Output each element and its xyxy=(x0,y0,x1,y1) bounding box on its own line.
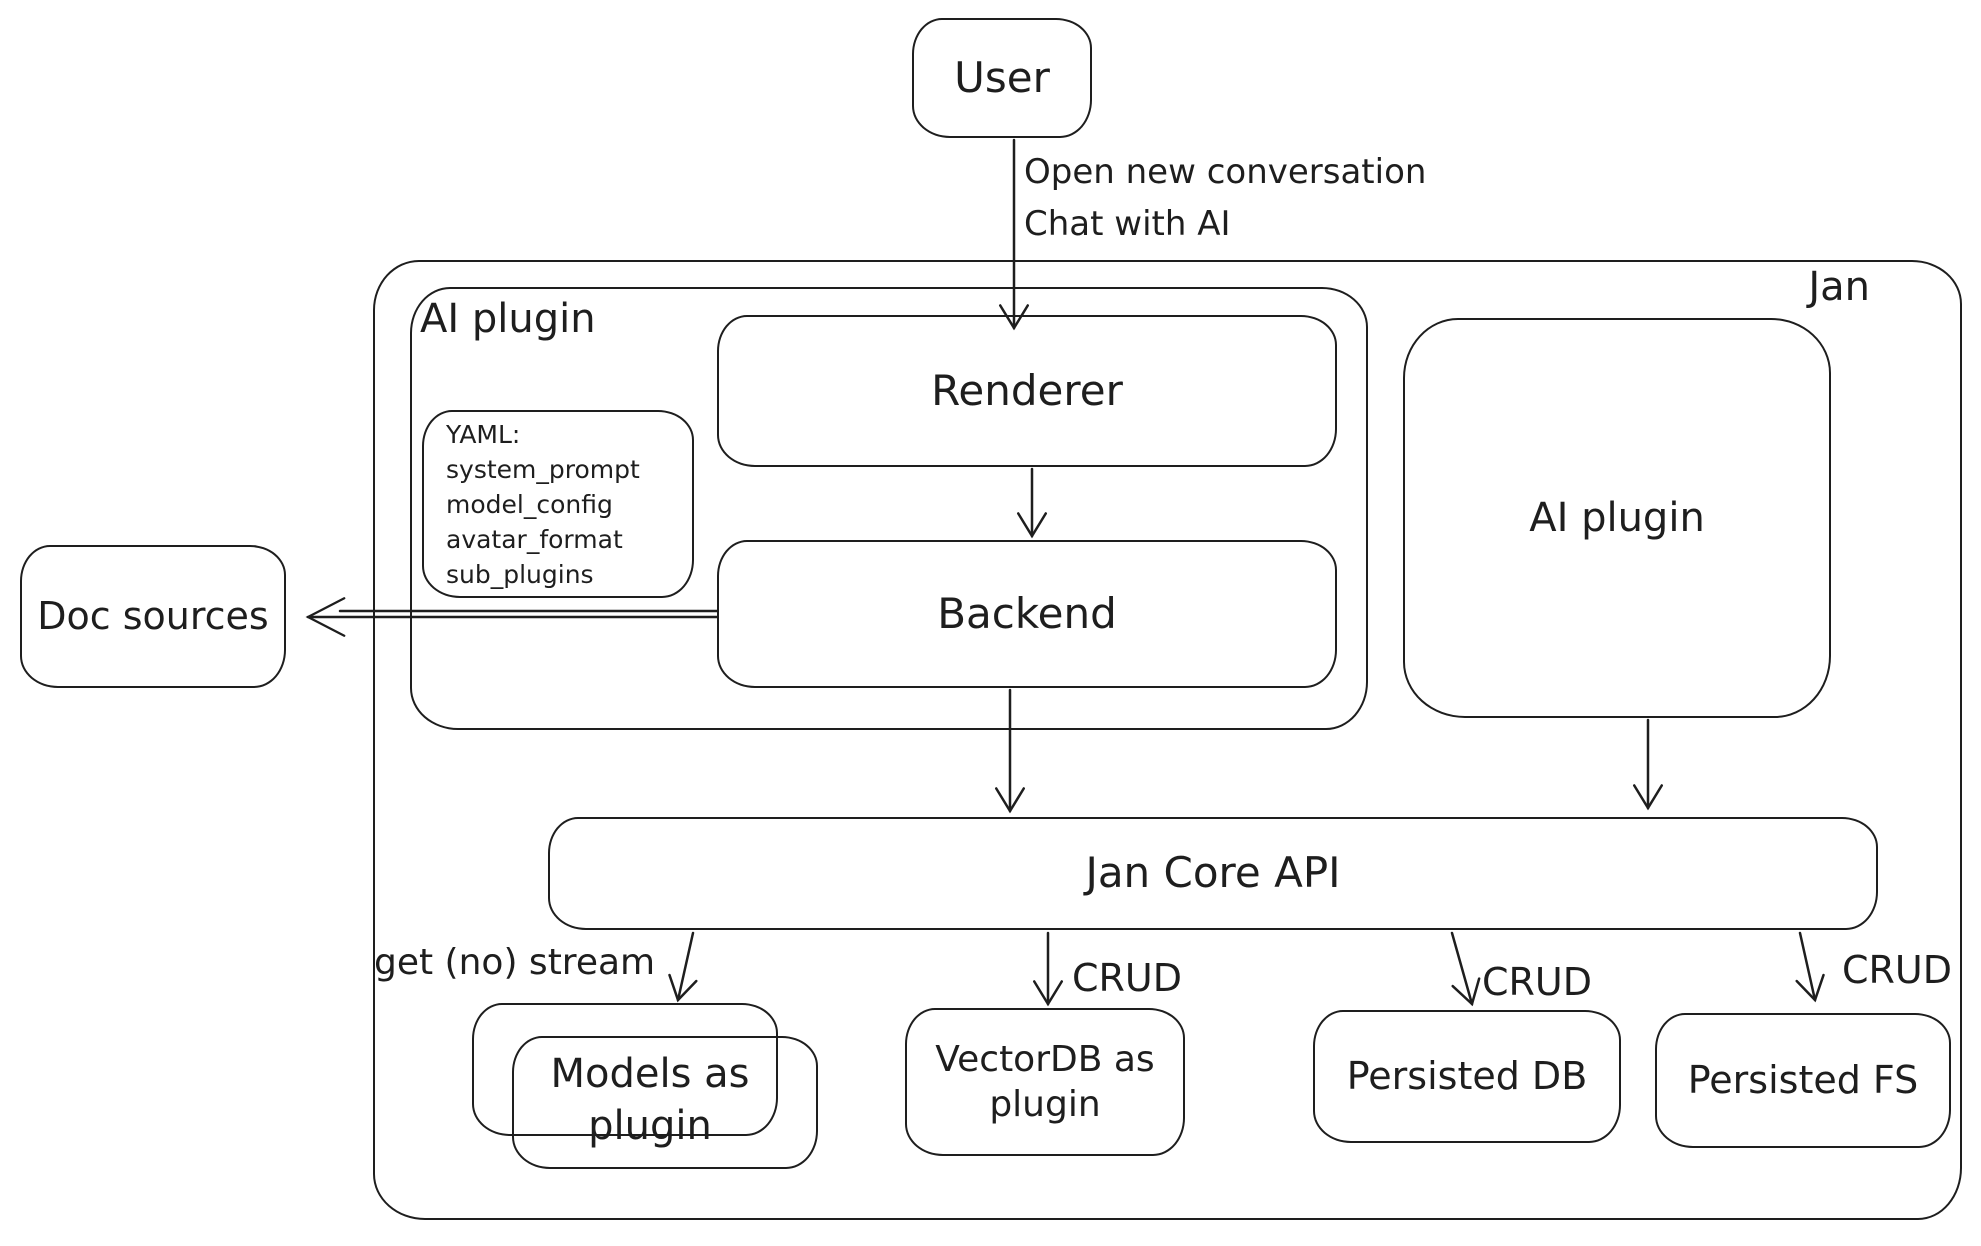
models-plugin-back-box xyxy=(472,1003,778,1136)
edge-label-chat-with-ai: Chat with AI xyxy=(1024,204,1231,244)
vectordb-label-line2: plugin xyxy=(989,1084,1101,1125)
ai-plugin-box-label: AI plugin xyxy=(1529,495,1705,541)
models-plugin-front-box xyxy=(512,1036,818,1169)
backend-label: Backend xyxy=(937,588,1117,638)
renderer-label: Renderer xyxy=(931,365,1123,415)
doc-sources-label: Doc sources xyxy=(37,593,269,638)
jan-core-api-label: Jan Core API xyxy=(1085,848,1341,898)
jan-container xyxy=(373,260,1962,1220)
yaml-note-text: YAML: system_prompt model_config avatar_… xyxy=(446,417,640,592)
backend-node: Backend xyxy=(717,540,1337,688)
persisted-fs-label: Persisted FS xyxy=(1687,1057,1919,1102)
persisted-fs-node: Persisted FS xyxy=(1655,1013,1951,1148)
persisted-db-node: Persisted DB xyxy=(1313,1010,1621,1143)
ai-plugin-container xyxy=(410,287,1368,730)
models-plugin-label: Models as plugin xyxy=(500,1048,800,1152)
jan-container-label: Jan xyxy=(1808,264,1870,310)
yaml-line: system_prompt xyxy=(446,454,640,484)
doc-sources-node: Doc sources xyxy=(20,545,286,688)
edge-label-get-no-stream: get (no) stream xyxy=(374,942,656,983)
yaml-line: sub_plugins xyxy=(446,559,594,589)
edge-label-crud-persisted-db: CRUD xyxy=(1482,960,1593,1004)
user-label: User xyxy=(954,52,1050,102)
vectordb-node: VectorDB as plugin xyxy=(905,1008,1185,1156)
edge-label-crud-persisted-fs: CRUD xyxy=(1842,948,1953,992)
vectordb-label-line1: VectorDB as xyxy=(935,1039,1155,1080)
user-node: User xyxy=(912,18,1092,138)
ai-plugin-container-label: AI plugin xyxy=(420,296,596,342)
jan-core-api-node: Jan Core API xyxy=(548,817,1878,930)
renderer-node: Renderer xyxy=(717,315,1337,467)
models-plugin-label-line2: plugin xyxy=(588,1103,712,1149)
edge-label-open-conversation: Open new conversation xyxy=(1024,152,1427,192)
yaml-note: YAML: system_prompt model_config avatar_… xyxy=(422,410,694,598)
yaml-line: model_config xyxy=(446,489,613,519)
edge-label-crud-vectordb: CRUD xyxy=(1072,956,1183,1000)
ai-plugin-box: AI plugin xyxy=(1403,318,1831,718)
yaml-line: avatar_format xyxy=(446,524,623,554)
yaml-title: YAML: xyxy=(446,419,521,449)
persisted-db-label: Persisted DB xyxy=(1346,1053,1588,1098)
models-plugin-label-line1: Models as xyxy=(550,1051,750,1097)
